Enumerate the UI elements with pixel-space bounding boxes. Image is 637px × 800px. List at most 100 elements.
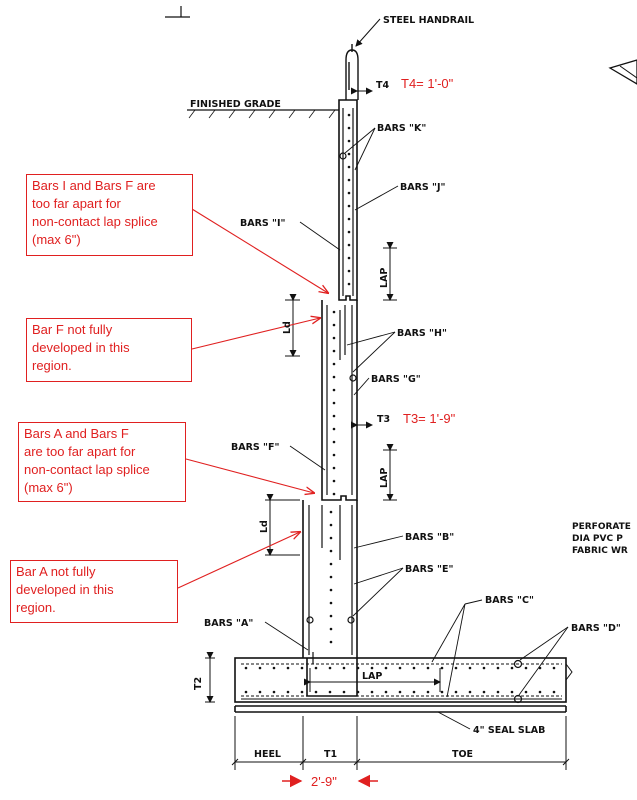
rebar-dot (347, 126, 351, 130)
rebar-dot (332, 440, 336, 444)
note-bars-i-f-lap: Bars I and Bars F are too far apart for … (26, 174, 193, 256)
rebar-dot (272, 690, 276, 694)
note-bar-f-development: Bar F not fully developed in this region… (26, 318, 192, 382)
label-t3: T3 (377, 414, 390, 425)
rebar-dot (347, 165, 351, 169)
rebar-dot (332, 362, 336, 366)
label-ld-lower: Ld (259, 520, 270, 533)
rebar-dot (468, 666, 472, 670)
finished-grade-line (187, 109, 339, 119)
label-perforated-2: DIA PVC P (572, 534, 623, 544)
note-bars-a-f-lap: Bars A and Bars F are too far apart for … (18, 422, 186, 502)
note-line: region. (32, 358, 72, 373)
rebar-dot (370, 690, 374, 694)
rebar-dot (370, 666, 374, 670)
annotation-arrows (177, 208, 328, 589)
rebar-dot (440, 690, 444, 694)
rebar-dot (342, 666, 346, 670)
rebar-dot (342, 690, 346, 694)
label-bars-f: BARS "F" (231, 442, 279, 453)
rebar-dot (244, 690, 248, 694)
rebar-dot (347, 230, 351, 234)
label-seal-slab: 4" SEAL SLAB (473, 725, 545, 736)
note-line: developed in this (32, 340, 130, 355)
rebar-dot (347, 204, 351, 208)
rebar-dot (332, 453, 336, 457)
rebar-dot (244, 666, 248, 670)
label-heel: HEEL (254, 749, 281, 760)
rebar-dot (347, 178, 351, 182)
rebar-dot (329, 575, 333, 579)
rebar-dot (329, 523, 333, 527)
label-t4: T4 (376, 80, 389, 91)
label-finished-grade: FINISHED GRADE (190, 99, 281, 110)
rebar-dot (332, 375, 336, 379)
rebar-dot (332, 414, 336, 418)
rebar-dot (332, 466, 336, 470)
rebar-dot (510, 666, 514, 670)
rebar-dot (332, 310, 336, 314)
label-steel-handrail: STEEL HANDRAIL (383, 15, 474, 26)
rebar-dot (496, 666, 500, 670)
rebar-dot (347, 243, 351, 247)
label-lap-upper: LAP (379, 268, 390, 288)
rebar-dot (332, 479, 336, 483)
note-line: (max 6") (32, 232, 81, 247)
wall-stem (302, 99, 358, 697)
rebar-dot (412, 666, 416, 670)
rebar-dot (524, 690, 528, 694)
rebar-dot (482, 690, 486, 694)
rebar-dot (332, 349, 336, 353)
note-line: non-contact lap splice (32, 214, 158, 229)
rebar-dot (347, 217, 351, 221)
rebar-dot (328, 666, 332, 670)
rebar-dot (552, 666, 556, 670)
rebar-dot (356, 666, 360, 670)
rebar-dot (426, 666, 430, 670)
label-bars-g: BARS "G" (371, 374, 421, 385)
rebar-dot (272, 666, 276, 670)
rebar-dot (398, 666, 402, 670)
rebar-dot (300, 690, 304, 694)
thickness-dims (205, 87, 373, 703)
rebar-dot (329, 588, 333, 592)
footing (234, 657, 573, 713)
label-bars-a: BARS "A" (204, 618, 253, 629)
label-bars-d: BARS "D" (571, 623, 621, 634)
rebar-dot (332, 388, 336, 392)
rebar-dot (300, 666, 304, 670)
note-line: region. (16, 600, 56, 615)
rebar-dot (332, 427, 336, 431)
rebar-dot (524, 666, 528, 670)
rebar-dot (552, 690, 556, 694)
label-bars-h: BARS "H" (397, 328, 447, 339)
label-perforated-1: PERFORATE (572, 522, 631, 532)
label-lap-middle: LAP (379, 468, 390, 488)
rebar-dot (314, 666, 318, 670)
rebar-dot (329, 627, 333, 631)
rebar-dot (347, 269, 351, 273)
rebar-dot (398, 690, 402, 694)
label-bars-k: BARS "K" (377, 123, 426, 134)
note-bar-a-development: Bar A not fully developed in this region… (10, 560, 178, 623)
note-line: developed in this (16, 582, 114, 597)
label-bars-b: BARS "B" (405, 532, 454, 543)
note-line: are too far apart for (24, 444, 136, 459)
bar-sections (306, 152, 523, 704)
rebar-dot (329, 510, 333, 514)
lap-dims (304, 242, 441, 692)
rebar-dot (314, 690, 318, 694)
rebar-dot (454, 690, 458, 694)
rebar-dot (332, 492, 336, 496)
rebar-dot (482, 666, 486, 670)
stem-rebar (308, 108, 354, 664)
rebar-dot (347, 152, 351, 156)
red-dim-t4: T4= 1'-0" (401, 76, 454, 91)
label-ld-upper: Ld (282, 321, 293, 334)
note-line: Bars A and Bars F (24, 426, 129, 441)
rebar-dot (384, 666, 388, 670)
stem-rebar-dots (329, 113, 351, 644)
rebar-dot (412, 690, 416, 694)
note-line: too far apart for (32, 196, 121, 211)
label-toe: TOE (452, 749, 473, 760)
